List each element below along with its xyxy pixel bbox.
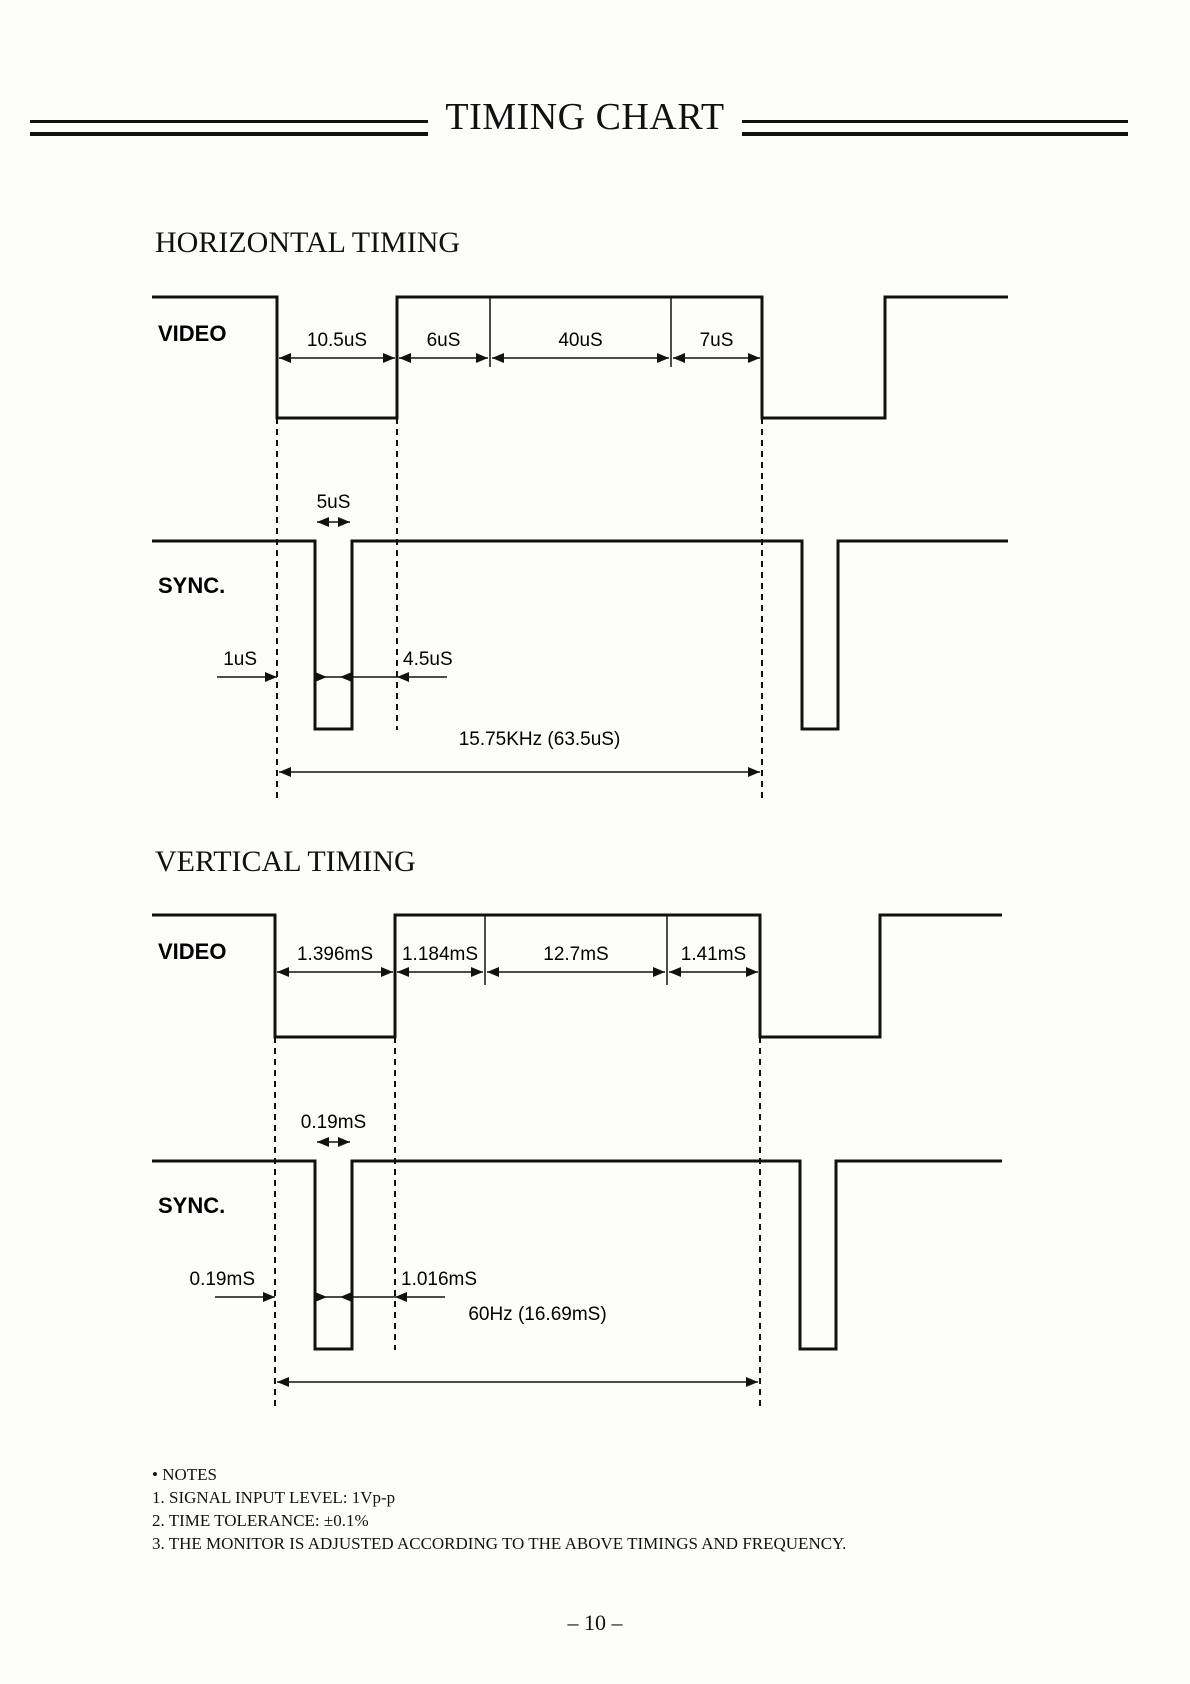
page-number: – 10 – — [567, 1610, 623, 1635]
vertical-timing-svg: 1.396mS 1.184mS 12.7mS 1.41mS 0.19mS 0.19mS 1.… — [152, 913, 1002, 1410]
vertical-period-arrow-head-right — [746, 1377, 758, 1387]
notes: • NOTES 1. SIGNAL INPUT LEVEL: 1Vp-p 2. … — [152, 1463, 1052, 1555]
horizontal-timing-diagram: 10.5uS 6uS 40uS 7uS 5uS 1uS 4.5uS 15.75KHz (63.… — [0, 270, 1190, 810]
vertical-video-seg-4-arrow-head-left — [669, 967, 681, 977]
horizontal-video-seg-1-label: 10.5uS — [307, 330, 367, 351]
vertical-video-seg-2-arrow-head-left — [397, 967, 409, 977]
note-item-2: 2. TIME TOLERANCE: ±0.1% — [152, 1511, 369, 1530]
vertical-video-seg-1-arrow-head-left — [277, 967, 289, 977]
horizontal-sync-after-head — [397, 672, 409, 682]
vertical-video-seg-3-arrow-head-left — [487, 967, 499, 977]
vertical-sync-inner-head-b — [340, 1292, 352, 1302]
vertical-sync-width-arrow-head-right — [338, 1137, 350, 1147]
vertical-timing-heading: VERTICAL TIMING — [155, 845, 416, 878]
horizontal-sync-inner-head-a — [315, 672, 327, 682]
horizontal-sync-after-label: 4.5uS — [403, 649, 453, 670]
horizontal-video-seg-4-label: 7uS — [700, 330, 734, 351]
horizontal-sync-inner-head-b — [340, 672, 352, 682]
vertical-sync-after-head — [395, 1292, 407, 1302]
horizontal-sync-before-head — [265, 672, 277, 682]
vertical-period-label: 60Hz (16.69mS) — [468, 1304, 606, 1325]
horizontal-video-waveform — [152, 295, 1008, 420]
horizontal-sync-width-arrow-head-right — [338, 517, 350, 527]
notes-heading: • NOTES — [152, 1465, 217, 1484]
horizontal-sync-label: SYNC. — [158, 573, 225, 598]
vertical-video-seg-3-arrow-head-right — [653, 967, 665, 977]
vertical-sync-before-label: 0.19mS — [190, 1269, 255, 1290]
vertical-video-waveform — [152, 913, 1002, 1039]
horizontal-timing-svg: 10.5uS 6uS 40uS 7uS 5uS 1uS 4.5uS 15.75KHz (63.… — [152, 295, 1008, 800]
horizontal-video-seg-3-arrow-head-right — [657, 353, 669, 363]
horizontal-period-label: 15.75KHz (63.5uS) — [459, 729, 621, 750]
vertical-video-seg-3-label: 12.7mS — [543, 944, 608, 965]
vertical-timing-diagram: 1.396mS 1.184mS 12.7mS 1.41mS 0.19mS 0.19mS 1.… — [0, 890, 1190, 1430]
horizontal-video-label: VIDEO — [158, 321, 226, 346]
horizontal-sync-before-label: 1uS — [223, 649, 257, 670]
horizontal-video-seg-2-arrow-head-right — [476, 353, 488, 363]
vertical-sync-inner-head-a — [315, 1292, 327, 1302]
vertical-video-seg-2-label: 1.184mS — [402, 944, 478, 965]
vertical-video-seg-2-arrow-head-right — [471, 967, 483, 977]
vertical-video-seg-4-arrow-head-right — [746, 967, 758, 977]
page-title: TIMING CHART — [445, 96, 725, 138]
horizontal-period-arrow-head-left — [279, 767, 291, 777]
note-item-1: 1. SIGNAL INPUT LEVEL: 1Vp-p — [152, 1488, 396, 1507]
horizontal-sync-width-label: 5uS — [317, 492, 351, 513]
horizontal-video-seg-3-arrow-head-left — [492, 353, 504, 363]
title-rule-left — [30, 120, 428, 136]
vertical-sync-width-label: 0.19mS — [301, 1112, 366, 1133]
vertical-sync-before-head — [263, 1292, 275, 1302]
horizontal-video-seg-1-arrow-head-left — [279, 353, 291, 363]
vertical-sync-label: SYNC. — [158, 1193, 225, 1218]
vertical-video-label: VIDEO — [158, 939, 226, 964]
horizontal-video-seg-2-arrow-head-left — [399, 353, 411, 363]
vertical-video-seg-1-arrow-head-right — [381, 967, 393, 977]
page-title-row: TIMING CHART — [0, 95, 1190, 155]
horizontal-sync-width-arrow-head-left — [317, 517, 329, 527]
vertical-video-seg-1-label: 1.396mS — [297, 944, 373, 965]
horizontal-sync-waveform — [152, 539, 1008, 731]
vertical-period-arrow-head-left — [277, 1377, 289, 1387]
vertical-sync-waveform — [152, 1159, 1002, 1351]
horizontal-timing-heading: HORIZONTAL TIMING — [155, 226, 461, 259]
horizontal-video-seg-3-label: 40uS — [558, 330, 602, 351]
title-rule-right — [742, 120, 1128, 136]
note-item-3: 3. THE MONITOR IS ADJUSTED ACCORDING TO … — [152, 1534, 847, 1553]
horizontal-video-seg-4-arrow-head-right — [748, 353, 760, 363]
vertical-sync-width-arrow-head-left — [317, 1137, 329, 1147]
vertical-sync-after-label: 1.016mS — [401, 1269, 477, 1290]
vertical-video-seg-4-label: 1.41mS — [681, 944, 746, 965]
horizontal-video-seg-2-label: 6uS — [427, 330, 461, 351]
notes-heading-text: NOTES — [162, 1465, 217, 1484]
horizontal-video-seg-4-arrow-head-left — [673, 353, 685, 363]
horizontal-period-arrow-head-right — [748, 767, 760, 777]
horizontal-video-seg-1-arrow-head-right — [383, 353, 395, 363]
